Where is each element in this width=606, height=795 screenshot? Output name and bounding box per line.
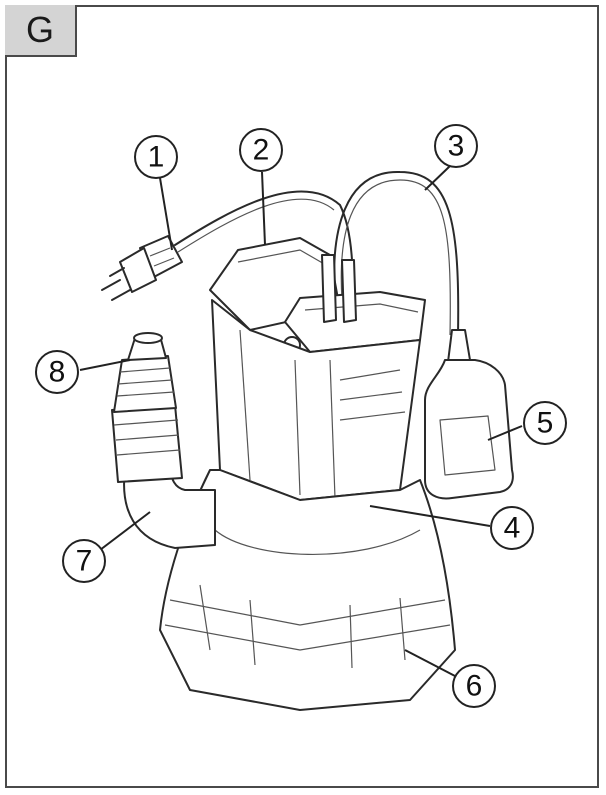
callout-7: 7	[62, 539, 106, 583]
callout-6: 6	[452, 664, 496, 708]
callout-2: 2	[239, 128, 283, 172]
callout-4: 4	[490, 506, 534, 550]
leader-7	[99, 511, 151, 551]
callout-5: 5	[523, 401, 567, 445]
float-switch-cable	[333, 170, 460, 336]
leader-6	[404, 649, 456, 677]
callout-2-label: 2	[253, 134, 270, 167]
leader-2	[261, 171, 266, 246]
leader-4	[369, 505, 491, 527]
callout-3: 3	[434, 124, 478, 168]
figure-tag: G	[5, 5, 77, 57]
callout-4-label: 4	[504, 512, 521, 545]
callout-8-label: 8	[49, 356, 66, 389]
leader-8	[79, 359, 131, 371]
power-plug	[101, 235, 183, 301]
callout-1-label: 1	[148, 141, 165, 174]
callout-5-label: 5	[537, 407, 554, 440]
power-cable	[174, 190, 353, 261]
leader-5	[487, 425, 523, 441]
callout-1: 1	[134, 135, 178, 179]
callout-3-label: 3	[448, 130, 465, 163]
callout-6-label: 6	[466, 670, 483, 703]
float-switch	[424, 329, 514, 500]
outlet-connector	[111, 332, 216, 549]
callout-8: 8	[35, 350, 79, 394]
callout-7-label: 7	[76, 545, 93, 578]
pump-housing	[159, 237, 456, 711]
leader-3	[424, 165, 451, 191]
figure-frame	[5, 5, 599, 788]
leader-1	[159, 177, 173, 251]
